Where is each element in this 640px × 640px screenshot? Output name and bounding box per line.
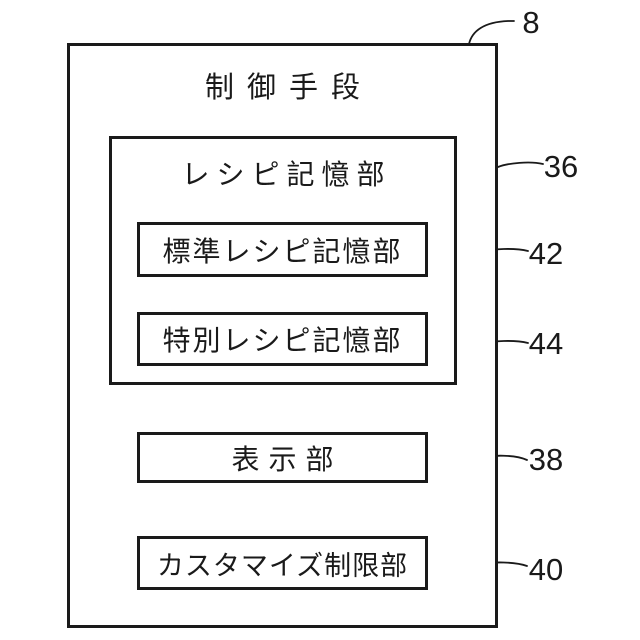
leader-line-8: [468, 20, 515, 45]
control-means-label: 制御手段: [204, 70, 373, 104]
recipe-storage-label: レシピ記憶部: [181, 158, 392, 191]
display-unit-box: 表示部: [137, 432, 428, 483]
special-recipe-storage-box: 特別レシピ記憶部: [137, 312, 428, 366]
standard-recipe-storage-label: 標準レシピ記憶部: [162, 234, 403, 268]
standard-recipe-storage-box: 標準レシピ記憶部: [137, 222, 428, 277]
special-recipe-storage-label: 特別レシピ記憶部: [162, 324, 403, 357]
ref-numeral-40: 40: [528, 552, 564, 587]
ref-numeral-8: 8: [522, 5, 540, 40]
display-unit-label: 表示部: [231, 442, 343, 476]
customize-limit-box: カスタマイズ制限部: [137, 536, 428, 590]
ref-numeral-42: 42: [528, 236, 564, 271]
ref-numeral-38: 38: [528, 442, 564, 477]
ref-numeral-36: 36: [543, 149, 579, 184]
ref-numeral-44: 44: [528, 326, 564, 361]
customize-limit-label: カスタマイズ制限部: [156, 550, 409, 582]
